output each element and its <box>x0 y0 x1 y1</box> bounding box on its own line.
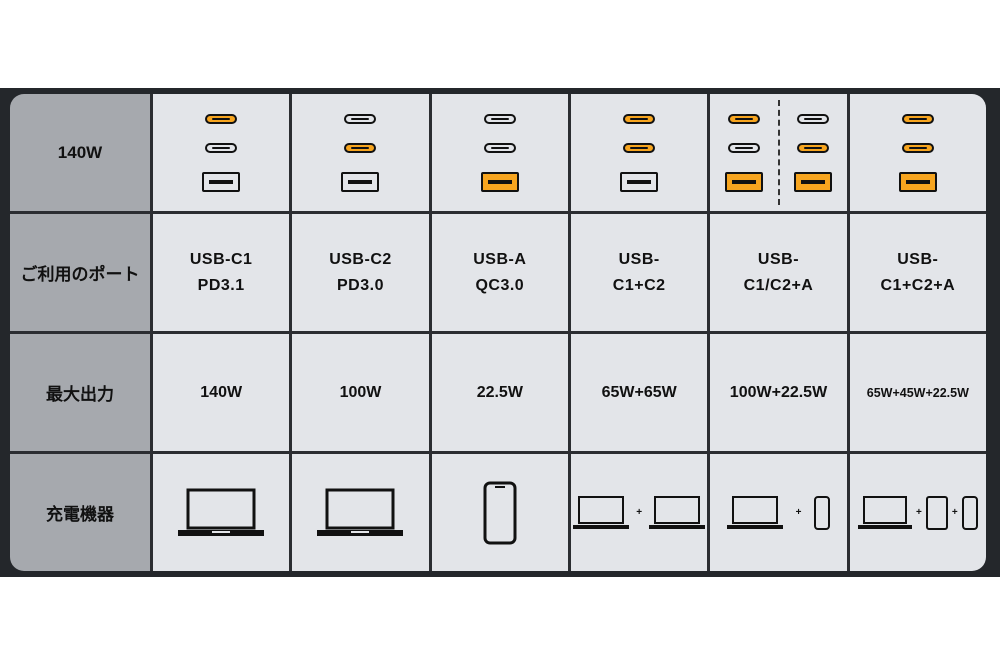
port-name-cell: USB-C1/C2+A <box>710 214 847 331</box>
laptop-icon <box>726 495 783 529</box>
usb-c-port-icon <box>205 142 238 153</box>
row-header-ports: ご利用のポート <box>10 214 150 331</box>
usb-a-port-icon <box>898 171 937 192</box>
output-value: 22.5W <box>431 334 568 451</box>
usb-c-port-icon <box>796 113 829 124</box>
device-cell <box>292 454 429 571</box>
usb-c-port-icon <box>205 113 238 124</box>
usb-a-port-icon <box>620 171 659 192</box>
port-diagram-c2 <box>292 94 429 211</box>
port-diagram-all <box>849 94 986 211</box>
usb-a-port-icon <box>793 171 832 192</box>
row-header-max-output: 最大出力 <box>10 334 150 451</box>
phone-icon <box>814 495 831 530</box>
usb-a-port-icon <box>202 171 241 192</box>
device-cell: + <box>710 454 847 571</box>
row-header-wattage: 140W <box>10 94 150 211</box>
device-cell: + <box>570 454 708 571</box>
port-diagram-c1 <box>153 94 290 211</box>
tablet-icon <box>925 495 948 530</box>
usb-a-port-icon <box>725 171 764 192</box>
output-value: 65W+65W <box>570 334 708 451</box>
usb-c-port-icon <box>483 113 516 124</box>
usb-c-port-icon <box>483 142 516 153</box>
device-cell: + + <box>849 454 986 571</box>
laptop-icon <box>857 495 912 529</box>
device-cell <box>431 454 568 571</box>
device-cell <box>153 454 290 571</box>
phone-icon <box>483 481 517 544</box>
port-diagram-a <box>431 94 568 211</box>
usb-c-port-icon <box>901 142 934 153</box>
port-diagram-c1c2-a <box>710 94 847 211</box>
port-name-cell: USB-C1+C2 <box>570 214 708 331</box>
output-value: 100W <box>292 334 429 451</box>
output-value: 140W <box>153 334 290 451</box>
row-header-devices: 充電機器 <box>10 454 150 571</box>
usb-a-port-icon <box>341 171 380 192</box>
usb-c-port-icon <box>623 142 656 153</box>
usb-c-port-icon <box>728 142 761 153</box>
dashed-divider <box>778 100 781 205</box>
usb-c-port-icon <box>796 142 829 153</box>
laptop-icon <box>178 488 265 536</box>
output-value: 65W+45W+22.5W <box>849 334 986 451</box>
usb-c-port-icon <box>623 113 656 124</box>
usb-c-port-icon <box>901 113 934 124</box>
laptop-icon <box>573 495 630 529</box>
laptop-icon <box>649 495 706 529</box>
port-comparison-table: 140W <box>10 94 986 571</box>
usb-a-port-icon <box>480 171 519 192</box>
usb-c-port-icon <box>344 113 377 124</box>
port-name-cell: USB-C1+C2+A <box>849 214 986 331</box>
phone-icon <box>961 495 978 530</box>
port-diagram-c1-c2 <box>570 94 708 211</box>
usb-c-port-icon <box>728 113 761 124</box>
usb-c-port-icon <box>344 142 377 153</box>
laptop-icon <box>317 488 404 536</box>
output-value: 100W+22.5W <box>710 334 847 451</box>
